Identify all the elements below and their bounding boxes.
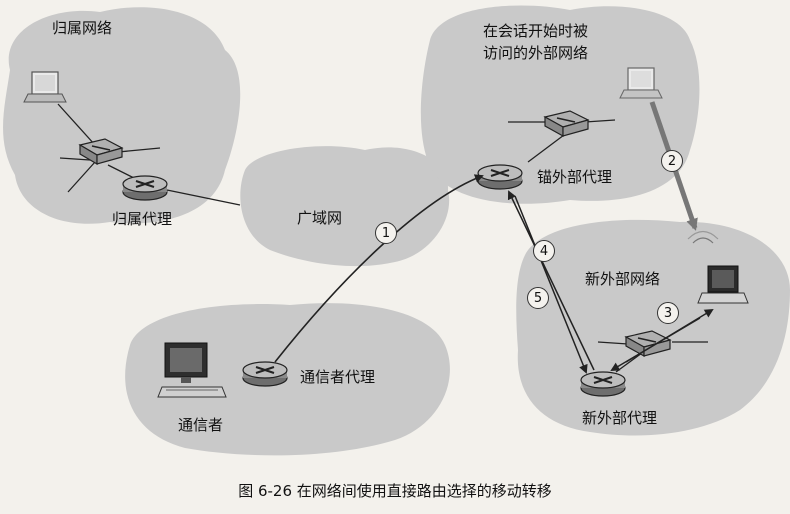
step-4-badge: 4 bbox=[533, 240, 555, 262]
visited-switch-icon bbox=[543, 110, 590, 138]
correspondent-agent-router-icon bbox=[242, 361, 288, 387]
new-foreign-network-label: 新外部网络 bbox=[585, 270, 661, 288]
step-5-badge: 5 bbox=[527, 287, 549, 309]
old-laptop-icon bbox=[619, 67, 663, 99]
correspondent-agent-label: 通信者代理 bbox=[300, 368, 376, 386]
visited-network-cloud bbox=[420, 5, 700, 204]
step-1-badge: 1 bbox=[375, 222, 397, 244]
figure-caption: 图 6-26 在网络间使用直接路由选择的移动转移 bbox=[238, 482, 552, 500]
home-laptop-icon bbox=[23, 71, 67, 103]
wan-label: 广域网 bbox=[297, 209, 343, 227]
home-network-label: 归属网络 bbox=[52, 19, 113, 37]
correspondent-network-cloud bbox=[125, 303, 450, 456]
home-switch-icon bbox=[78, 138, 124, 166]
correspondent-computer-icon bbox=[157, 342, 227, 398]
correspondent-label: 通信者 bbox=[178, 416, 224, 434]
home-agent-router-icon bbox=[122, 175, 168, 201]
step-2-badge: 2 bbox=[661, 150, 683, 172]
wireless-signal-icon bbox=[687, 230, 719, 244]
arrow-1 bbox=[274, 174, 484, 363]
arrow-4 bbox=[507, 190, 595, 371]
home-network-cloud bbox=[3, 7, 241, 224]
visited-network-label-line1: 在会话开始时被 bbox=[483, 22, 589, 40]
new-foreign-agent-router-icon bbox=[580, 371, 626, 397]
new-switch-icon bbox=[624, 330, 672, 358]
step-3-badge: 3 bbox=[657, 302, 679, 324]
arrow-3-down bbox=[610, 317, 701, 372]
new-laptop-icon bbox=[697, 265, 749, 304]
new-foreign-agent-label: 新外部代理 bbox=[582, 409, 658, 427]
wan-cloud bbox=[240, 146, 450, 267]
arrow-5 bbox=[514, 195, 588, 374]
anchor-foreign-agent-router-icon bbox=[477, 164, 523, 190]
anchor-foreign-agent-label: 锚外部代理 bbox=[537, 168, 613, 186]
home-agent-label: 归属代理 bbox=[112, 210, 173, 228]
visited-network-label-line2: 访问的外部网络 bbox=[483, 44, 589, 62]
